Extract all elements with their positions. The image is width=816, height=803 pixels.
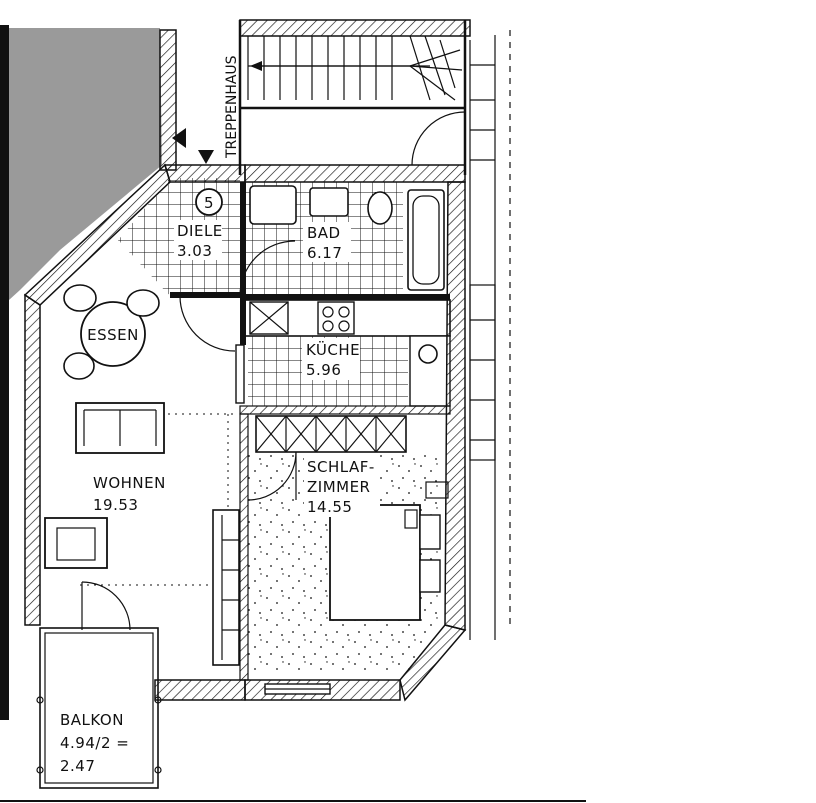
- kitchen-door-frame: [235, 344, 245, 404]
- balcony: BALKON 4.94/2 = 2.47: [36, 581, 162, 789]
- bedroom-area: 14.55: [307, 498, 352, 516]
- stairwell-door-swing: [411, 111, 466, 166]
- bath-tub: [412, 195, 440, 285]
- bath-area: 6.17: [307, 244, 342, 262]
- kitchen-stove: [317, 301, 355, 335]
- neighbour-shaded-area: [9, 28, 162, 300]
- stair-wall-top: [239, 19, 471, 37]
- bedroom-bed: [329, 504, 421, 621]
- room-kitchen: KÜCHE 5.96: [235, 299, 451, 407]
- unit-number: 5: [204, 194, 214, 212]
- stairwell-label: TREPPENHAUS: [224, 55, 240, 159]
- bedroom-nightstand-top: [419, 514, 441, 550]
- wall-top-hall: [163, 164, 246, 183]
- living-area: 19.53: [93, 496, 138, 514]
- room-bath: BAD 6.17: [239, 182, 445, 297]
- bedroom-name-line1: SCHLAF-: [307, 458, 375, 476]
- stair-treads: [247, 35, 463, 101]
- scan-edge: [0, 25, 9, 720]
- wall-bottom-living: [154, 679, 246, 701]
- stairwell: TREPPENHAUS: [159, 19, 471, 175]
- bath-name: BAD: [307, 224, 341, 242]
- balcony-area: 2.47: [60, 757, 95, 775]
- dining-chair-bottom-left: [63, 352, 95, 380]
- dining-chair-top-right: [126, 289, 160, 317]
- balcony-formula: 4.94/2 =: [60, 734, 129, 752]
- dining-table: [80, 301, 146, 367]
- bath-washing-machine: [249, 185, 297, 225]
- living-shelf: [212, 509, 240, 666]
- hall-name: DIELE: [177, 222, 223, 240]
- right-facade-lines: [469, 30, 511, 640]
- living-name: WOHNEN: [93, 474, 166, 492]
- room-hall: 5 DIELE 3.03: [118, 178, 240, 296]
- bedroom-nightstand-bottom: [419, 559, 441, 593]
- wall-hall-bath: [240, 182, 246, 296]
- room-living: WOHNEN 19.53: [44, 295, 240, 666]
- dining-name: ESSEN: [87, 326, 139, 344]
- wall-bath-kitchen: [240, 294, 450, 300]
- dining-chair-top-left: [63, 284, 97, 312]
- walls: [23, 163, 467, 702]
- kitchen-area: 5.96: [306, 361, 341, 379]
- wall-top-bath: [244, 164, 466, 183]
- hall-area: 3.03: [177, 242, 212, 260]
- entry-arrow-left-icon: [172, 128, 186, 148]
- kitchen-name: KÜCHE: [306, 340, 360, 359]
- wall-living-kitchen: [240, 300, 246, 345]
- bedroom-name-line2: ZIMMER: [307, 478, 370, 496]
- room-dining: ESSEN: [63, 284, 160, 380]
- balcony-name: BALKON: [60, 711, 124, 729]
- kitchen-sink: [418, 344, 438, 364]
- wall-left: [24, 293, 41, 626]
- wall-hall-living: [170, 292, 240, 298]
- unit-number-circle: [195, 188, 223, 216]
- entry-arrow-down-icon: [198, 150, 214, 164]
- bath-toilet: [367, 191, 393, 225]
- wall-living-bedroom: [239, 413, 249, 681]
- bath-sink: [309, 187, 349, 217]
- stair-wall-left: [159, 29, 177, 171]
- stair-arrow: [250, 61, 262, 71]
- room-bedroom: SCHLAF- ZIMMER 14.55: [247, 415, 449, 675]
- wall-kitchen-bedroom: [239, 405, 451, 415]
